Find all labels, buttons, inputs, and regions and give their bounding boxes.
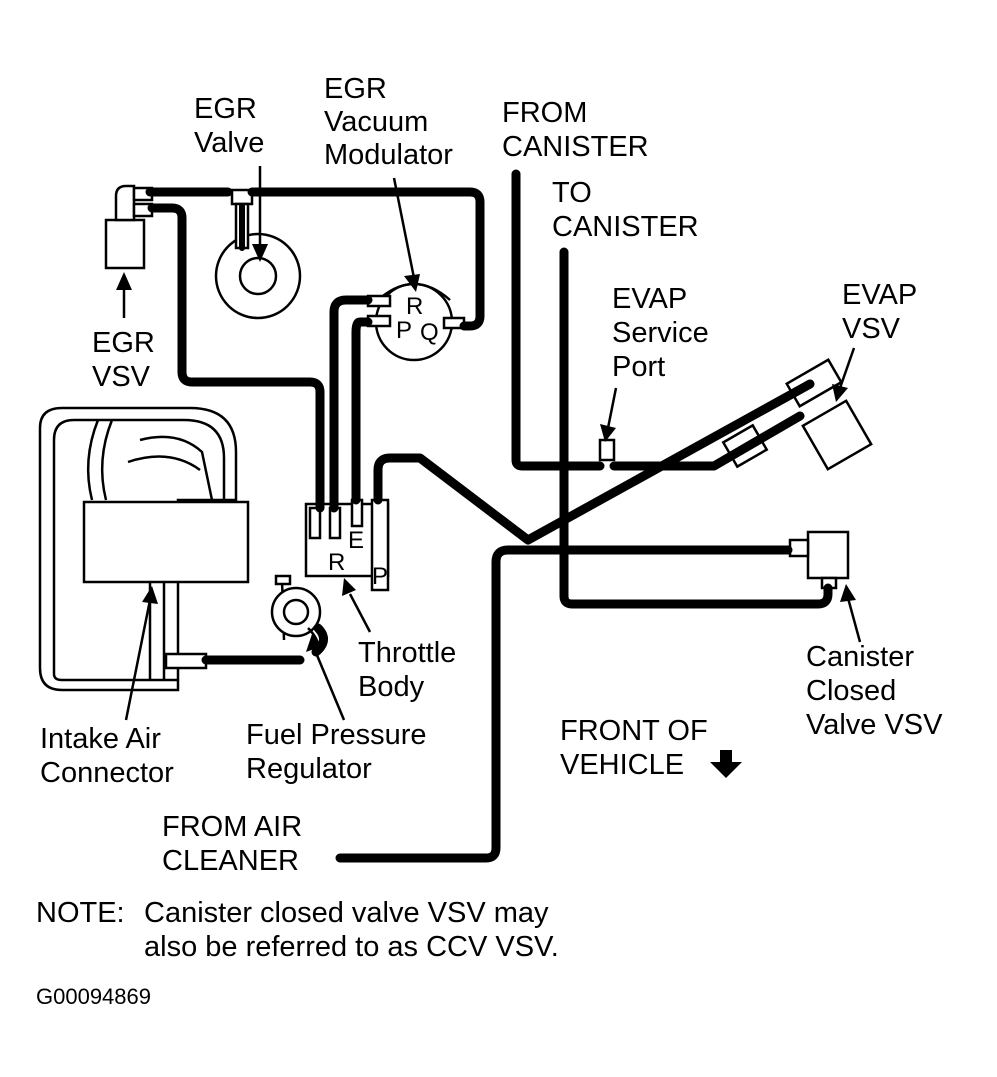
throttle-body-label: Throttle Body [358,637,464,703]
intake-air-connector-component [38,406,250,692]
fuel-pressure-regulator-label: Fuel Pressure Regulator [246,719,435,785]
leader-arrows [116,166,862,721]
modulator-port-q: Q [420,319,439,346]
throttle-body-port-r: R [328,549,345,576]
from-air-cleaner-label: FROM AIR CLEANER [162,811,310,877]
evap-vsv-label: EVAP VSV [842,279,925,345]
throttle-body-port-e: E [348,527,364,554]
note-text: Canister closed valve VSV may also be re… [144,897,559,963]
vacuum-hoses [145,169,833,863]
evap-service-port-label: EVAP Service Port [612,283,717,383]
figure-id: G00094869 [36,984,151,1009]
intake-air-connector-label: Intake Air Connector [40,723,174,789]
egr-vsv-component [104,184,154,270]
from-canister-label: FROM CANISTER [502,97,649,163]
note-prefix: NOTE: [36,897,125,929]
egr-vacuum-modulator-label: EGR Vacuum Modulator [324,73,453,171]
to-canister-label: TO CANISTER [552,177,699,243]
throttle-body-port-p: P [372,563,388,590]
front-of-vehicle-label: FRONT OF VEHICLE [560,715,716,781]
modulator-port-r: R [406,293,423,320]
canister-closed-valve-vsv-label: Canister Closed Valve VSV [806,641,943,741]
modulator-port-p: P [396,317,412,344]
down-arrow-icon [710,750,742,778]
egr-valve-label: EGR Valve [194,93,265,159]
canister-closed-valve-vsv-component [788,530,850,590]
evap-service-port-component [598,438,616,462]
egr-vsv-label: EGR VSV [92,327,163,393]
